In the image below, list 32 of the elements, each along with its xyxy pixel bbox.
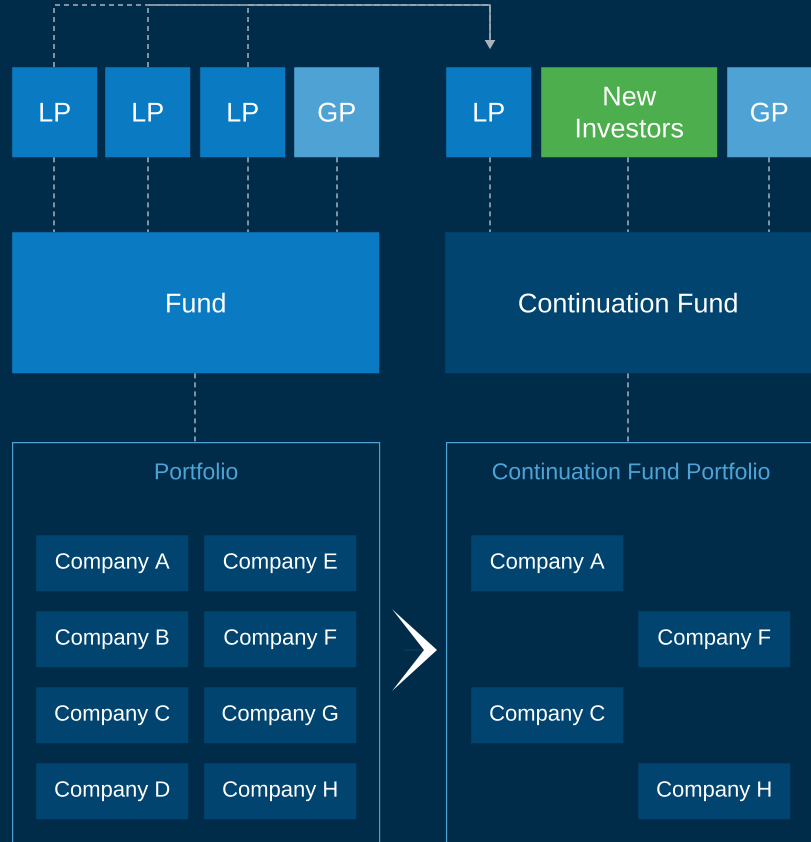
participant-box: LP: [105, 67, 190, 158]
company-box: Company F: [204, 611, 356, 668]
dashed-connector: [247, 4, 496, 67]
dashed-connector: [336, 157, 338, 232]
company-box: Company B: [36, 611, 188, 668]
participant-box: LP: [12, 67, 98, 158]
company-box: Company G: [204, 687, 356, 744]
company-box: Company C: [36, 687, 188, 744]
company-box: Company H: [204, 763, 356, 820]
fund-box: Fund: [12, 232, 380, 374]
company-box: Company A: [471, 535, 624, 592]
company-box: Company H: [638, 763, 790, 820]
company-box: Company F: [638, 611, 790, 668]
fund-box: Continuation Fund: [445, 232, 811, 374]
dashed-connector: [147, 157, 149, 232]
dashed-connector: [194, 373, 196, 442]
dashed-connector: [768, 157, 770, 232]
company-box: Company A: [36, 535, 188, 592]
participant-box: LP: [200, 67, 286, 158]
dashed-connector: [627, 373, 629, 442]
participant-box: LP: [446, 67, 532, 158]
dashed-connector: [489, 157, 491, 232]
dashed-connector: [53, 157, 55, 232]
company-box: Company D: [36, 763, 188, 820]
dashed-connector: [627, 157, 629, 232]
company-box: Company C: [471, 687, 624, 744]
company-box: Company E: [204, 535, 356, 592]
dashed-connector: [247, 157, 249, 232]
participant-box: New Investors: [541, 67, 718, 158]
participant-box: GP: [727, 67, 811, 158]
chevron-arrow: [392, 609, 437, 691]
participant-box: GP: [294, 67, 380, 158]
